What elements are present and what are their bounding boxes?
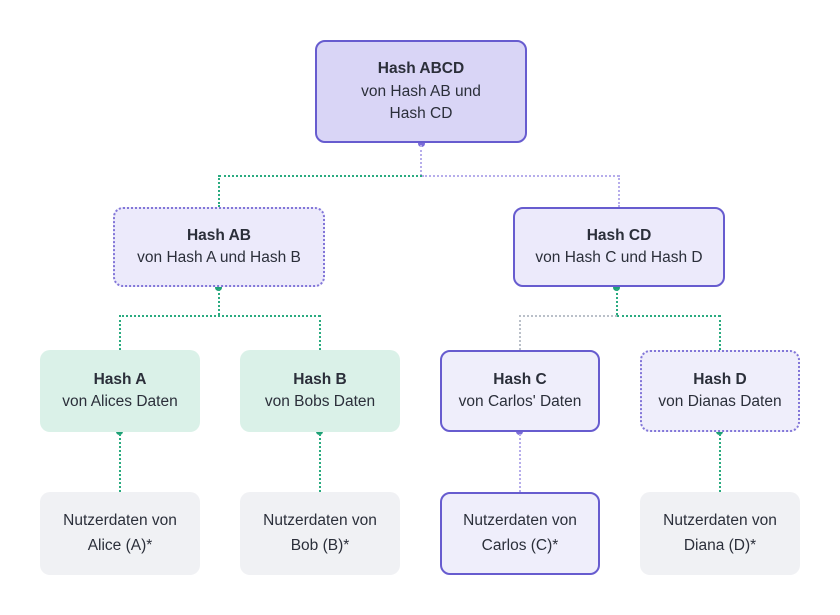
leaf-text: Nutzerdaten von xyxy=(463,512,577,530)
node-subtitle: von Bobs Daten xyxy=(264,393,376,411)
node-subtitle: von Dianas Daten xyxy=(658,393,782,411)
node-subtitle: von Hash C und Hash D xyxy=(535,249,703,267)
connector-root-stem xyxy=(420,145,422,176)
connector-ab-to-a xyxy=(119,315,121,350)
node-subtitle: von Hash AB und xyxy=(361,82,481,100)
node-subtitle: von Hash A und Hash B xyxy=(137,249,301,267)
node-title: Hash ABCD xyxy=(377,60,465,78)
node-hash-cd: Hash CD von Hash C und Hash D xyxy=(513,207,725,287)
connector-dot xyxy=(418,140,425,147)
connector-ab-to-b xyxy=(319,315,321,350)
connector-root-to-ab xyxy=(218,175,220,207)
node-title: Hash D xyxy=(693,371,747,389)
node-title: Hash CD xyxy=(586,227,652,245)
leaf-data-alice: Nutzerdaten von Alice (A)* xyxy=(40,492,200,575)
connector-b-to-data xyxy=(319,434,321,492)
node-hash-abcd: Hash ABCD von Hash AB und Hash CD xyxy=(315,40,527,143)
node-title: Hash C xyxy=(493,371,547,389)
connector-cd-to-d xyxy=(719,315,721,350)
node-hash-d: Hash D von Dianas Daten xyxy=(640,350,800,432)
connector-dot xyxy=(613,284,620,291)
connector-c-to-data xyxy=(519,434,521,492)
leaf-text: Carlos (C)* xyxy=(481,536,559,554)
node-subtitle: Hash CD xyxy=(389,105,453,123)
connector-root-to-cd xyxy=(618,175,620,207)
leaf-text: Nutzerdaten von xyxy=(63,512,177,530)
connector-cd-to-c xyxy=(519,315,521,350)
leaf-text: Bob (B)* xyxy=(290,536,350,554)
connector-dot xyxy=(215,284,222,291)
leaf-data-carlos: Nutzerdaten von Carlos (C)* xyxy=(440,492,600,575)
node-hash-b: Hash B von Bobs Daten xyxy=(240,350,400,432)
leaf-text: Diana (D)* xyxy=(683,536,757,554)
node-hash-c: Hash C von Carlos' Daten xyxy=(440,350,600,432)
leaf-text: Nutzerdaten von xyxy=(263,512,377,530)
connector-ab-stem xyxy=(218,289,220,315)
connector-cd-to-d xyxy=(617,315,720,317)
leaf-data-bob: Nutzerdaten von Bob (B)* xyxy=(240,492,400,575)
connector-root-to-cd xyxy=(422,175,619,177)
connector-cd-to-c xyxy=(519,315,617,317)
node-hash-a: Hash A von Alices Daten xyxy=(40,350,200,432)
leaf-data-diana: Nutzerdaten von Diana (D)* xyxy=(640,492,800,575)
leaf-text: Nutzerdaten von xyxy=(663,512,777,530)
node-hash-ab: Hash AB von Hash A und Hash B xyxy=(113,207,325,287)
connector-cd-stem xyxy=(616,289,618,315)
node-title: Hash AB xyxy=(186,227,252,245)
connector-a-to-data xyxy=(119,434,121,492)
leaf-text: Alice (A)* xyxy=(87,536,153,554)
connector-d-to-data xyxy=(719,434,721,492)
node-subtitle: von Alices Daten xyxy=(62,393,178,411)
node-title: Hash A xyxy=(93,371,147,389)
node-title: Hash B xyxy=(293,371,347,389)
connector-ab-span xyxy=(119,315,320,317)
connector-root-to-ab xyxy=(219,175,422,177)
node-subtitle: von Carlos' Daten xyxy=(458,393,582,411)
